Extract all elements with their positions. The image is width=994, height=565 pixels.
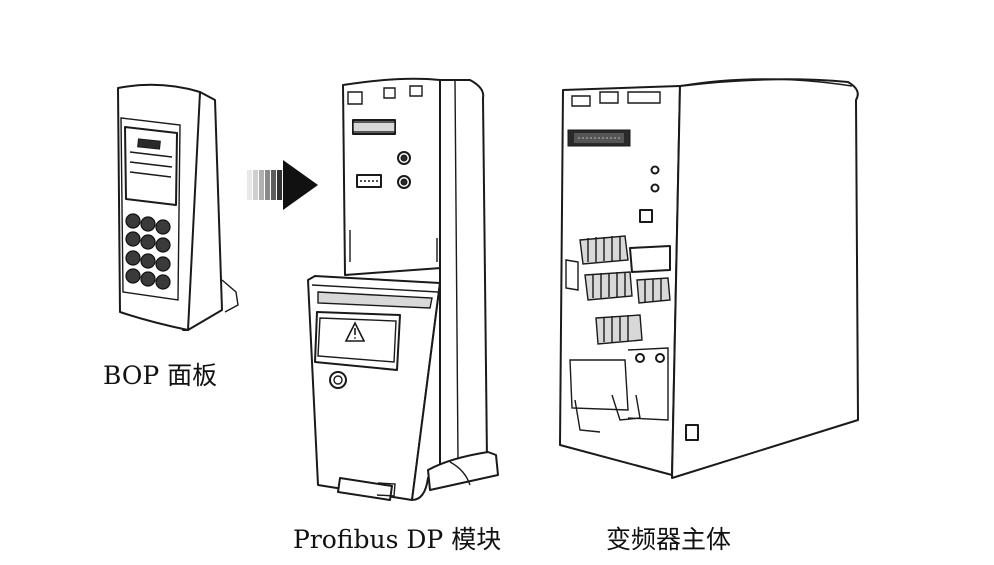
profibus-module-illustration — [307, 77, 499, 501]
drive-main-body-illustration — [559, 78, 859, 479]
drive-front-housing — [671, 78, 859, 479]
module-right-side — [439, 79, 488, 471]
bop-keypad — [125, 213, 171, 290]
drive-body-caption: 变频器主体 — [606, 525, 732, 554]
profibus-module-caption: Profibus DP 模块 — [293, 525, 502, 554]
bop-panel-illustration — [117, 83, 239, 331]
gradient-arrow-right-icon — [247, 160, 318, 210]
warning-triangle-icon — [344, 321, 366, 342]
drive-terminal-blocks — [565, 235, 671, 345]
bop-panel-caption: BOP 面板 — [103, 361, 218, 390]
